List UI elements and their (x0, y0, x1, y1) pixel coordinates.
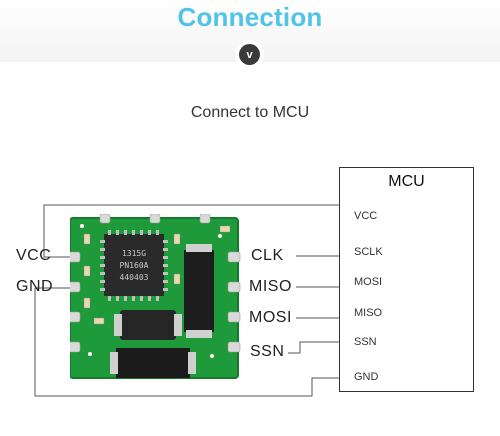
wire-ssn (288, 342, 339, 353)
mcu-pin-miso: MISO (354, 307, 382, 319)
module-pin-clk: CLK (251, 247, 284, 265)
mcu-pin-gnd: GND (354, 371, 378, 383)
mcu-pin-mosi: MOSI (354, 276, 382, 288)
module-pin-mosi: MOSI (249, 309, 292, 327)
mcu-pin-vcc: VCC (354, 210, 377, 222)
module-pin-gnd: GND (16, 278, 53, 296)
chip-marking-3: 440403 (120, 273, 149, 282)
mcu-title: MCU (339, 173, 474, 191)
mcu-pin-ssn: SSN (354, 336, 377, 348)
module-pin-ssn: SSN (250, 343, 284, 361)
rf-module-board: 1315G PN160A 440403 (70, 214, 242, 382)
module-pin-miso: MISO (249, 278, 292, 296)
mcu-pin-sclk: SCLK (354, 246, 383, 258)
module-pin-vcc: VCC (16, 247, 51, 265)
chip-marking-2: PN160A (120, 261, 149, 270)
chip-marking-1: 1315G (122, 249, 146, 258)
